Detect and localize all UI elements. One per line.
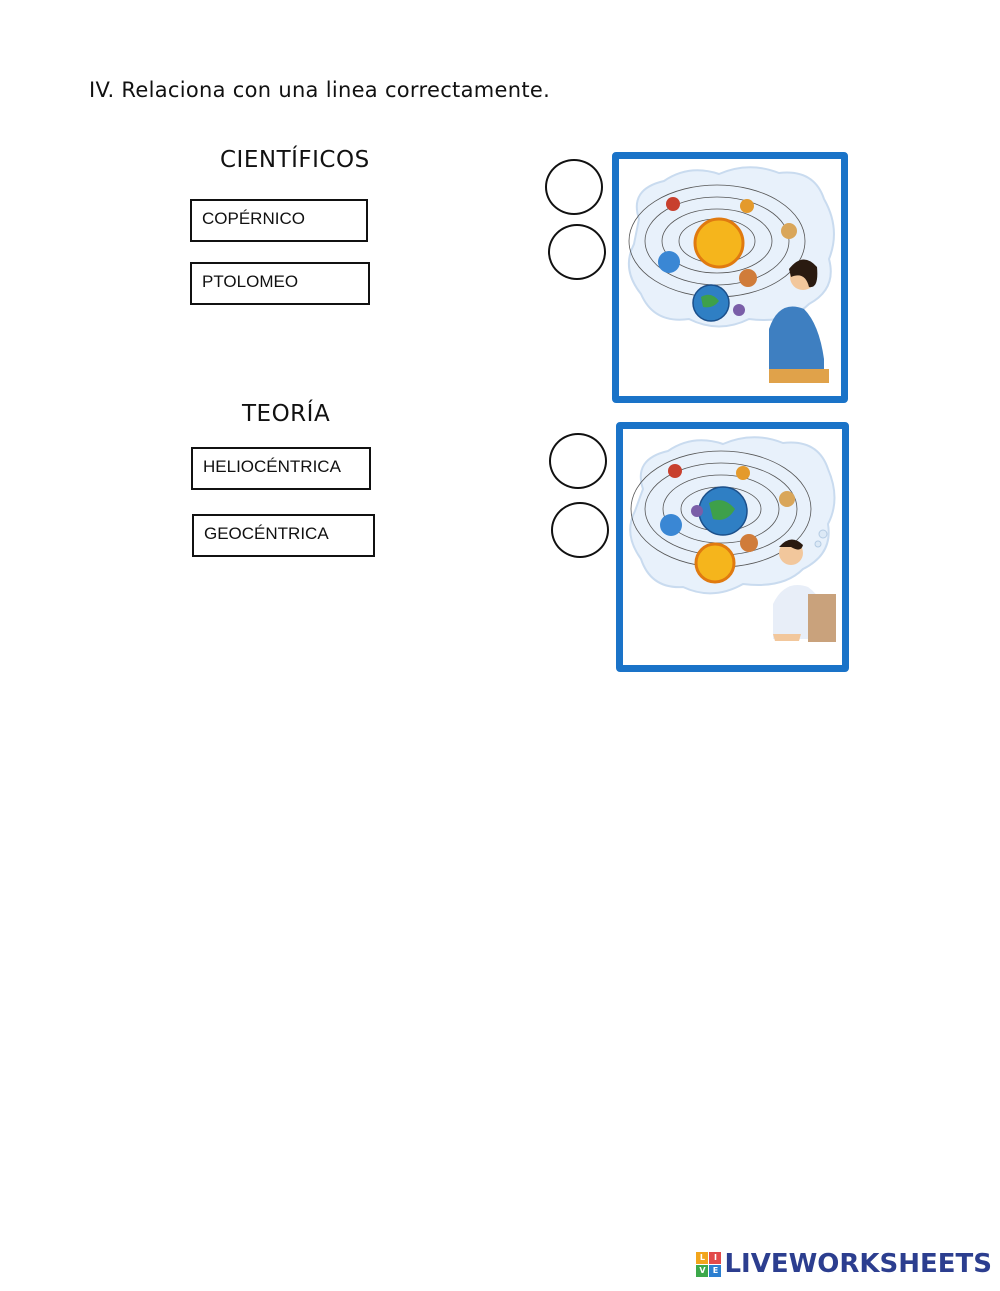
logo-letter-i: I [709,1251,722,1264]
sun-icon [694,542,736,584]
word-box-ptolomeo[interactable]: PTOLOMEO [190,262,370,305]
logo-letter-e: E [709,1264,722,1277]
scientists-heading: CIENTÍFICOS [220,147,370,173]
instruction-text: IV. Relaciona con una linea correctament… [89,78,551,102]
word-box-copernico[interactable]: COPÉRNICO [190,199,368,242]
sun-icon [693,217,745,269]
logo-letter-l: L [696,1251,709,1264]
geocentric-model-image [616,422,849,672]
astronomer-figure-icon [773,539,836,642]
heliocentric-illustration [627,166,835,383]
geocentric-illustration [629,436,836,642]
answer-circle-3[interactable] [549,433,607,489]
logo-letter-v: V [696,1264,709,1277]
word-box-heliocentrica[interactable]: HELIOCÉNTRICA [191,447,371,490]
word-box-geocentrica[interactable]: GEOCÉNTRICA [192,514,375,557]
heliocentric-model-image [612,152,848,403]
answer-circle-2[interactable] [548,224,606,280]
answer-circle-4[interactable] [551,502,609,558]
answer-circle-1[interactable] [545,159,603,215]
liveworksheets-logo-mark-icon: L I V E [696,1251,722,1277]
liveworksheets-logo-text: LIVEWORKSHEETS [724,1249,992,1279]
astronomer-figure-icon [769,259,829,383]
theory-heading: TEORÍA [242,401,331,427]
liveworksheets-logo: L I V E LIVEWORKSHEETS [696,1249,992,1279]
